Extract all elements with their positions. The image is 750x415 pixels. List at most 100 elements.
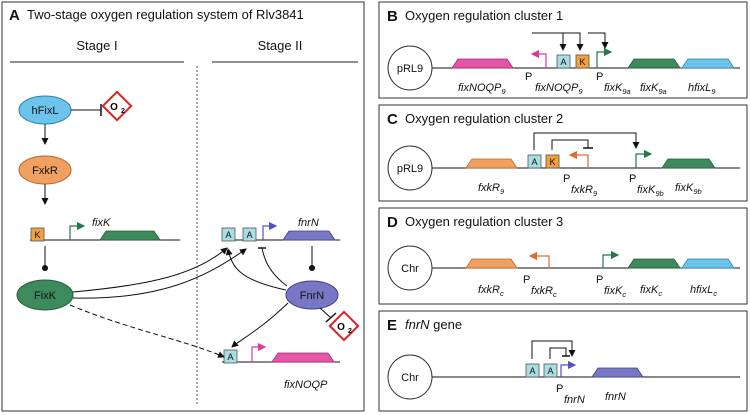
svg-text:Chr: Chr: [401, 263, 419, 275]
svg-text:P: P: [523, 274, 530, 286]
svg-text:A: A: [225, 230, 231, 240]
svg-text:A: A: [246, 230, 252, 240]
svg-text:K: K: [549, 157, 555, 167]
fnrn-gene-label: fnrN: [298, 217, 319, 229]
panel-b-gene2-shape: [627, 58, 681, 69]
fnrn-activates-fnrn-a1: [225, 248, 287, 291]
panel-b-letter: B: [387, 8, 398, 25]
svg-text:P: P: [525, 71, 532, 83]
o2-diamond-2: O 2: [328, 310, 360, 342]
fnrn-protein-label: FnrN: [300, 290, 325, 302]
panel-e-title: fnrN gene: [405, 317, 462, 332]
svg-text:P: P: [563, 173, 570, 185]
fxkr-label: FxkR: [32, 165, 58, 177]
fixk-gene-shape: [99, 230, 161, 241]
panel-b-title: Oxygen regulation cluster 1: [405, 8, 563, 23]
panel-a-title: Two-stage oxygen regulation system of Rl…: [27, 7, 304, 22]
fixnoqp-gene-label: fixNOQP: [284, 379, 328, 391]
panel-e-a-box-2: [543, 363, 558, 378]
svg-text:P: P: [629, 173, 636, 185]
fnrn-gene-shape: [282, 230, 336, 241]
panel-e: E fnrN gene Chr A A P fnrN fnrN: [378, 310, 748, 412]
panel-b-gene3-shape: [681, 58, 735, 69]
svg-text:P: P: [556, 383, 563, 395]
svg-text:fixK9b: fixK9b: [637, 184, 664, 198]
panel-d-promoter2-arrow: [602, 250, 620, 268]
svg-text:A: A: [529, 366, 535, 376]
svg-text:2: 2: [348, 328, 352, 335]
panel-d-letter: D: [387, 214, 398, 231]
panel-b-promoter2-arrow: [596, 47, 613, 68]
panel-b-gene1-shape: [451, 58, 514, 69]
panel-b-promoter1-arrow: [530, 49, 547, 68]
svg-text:hfixLc: hfixLc: [690, 284, 717, 298]
panel-c-gene2-shape: [661, 158, 716, 169]
panel-e-promoter-arrow: [560, 360, 577, 377]
panel-c-promoter2-arrow: [635, 149, 653, 168]
svg-text:fxkRc: fxkRc: [531, 285, 557, 299]
fixk-activates-fixnoqp: [69, 304, 225, 358]
fixk-protein-label: FixK: [34, 290, 57, 302]
svg-text:fixK9b: fixK9b: [675, 182, 702, 196]
panel-d: D Oxygen regulation cluster 3 Chr P fxkR…: [378, 207, 748, 305]
svg-text:hfixL9: hfixL9: [688, 82, 716, 96]
svg-text:fixNOQP9: fixNOQP9: [535, 82, 583, 96]
panel-c-a-box: [527, 154, 542, 169]
panel-a: A Two-stage oxygen regulation system of …: [1, 1, 365, 412]
svg-text:fxkRc: fxkRc: [478, 284, 504, 298]
panel-b: B Oxygen regulation cluster 1 pRL9 A K P…: [378, 1, 748, 99]
panel-a-letter: A: [9, 7, 20, 24]
svg-text:K: K: [34, 230, 40, 240]
svg-text:fnrN: fnrN: [564, 394, 585, 406]
fnrn-a-box-2: [242, 227, 257, 242]
fnrn-protein: [285, 280, 339, 310]
panel-d-gene1-shape: [465, 258, 518, 269]
svg-text:A: A: [560, 57, 566, 67]
panel-c-promoter1-arrow: [568, 150, 589, 168]
panel-e-letter: E: [387, 317, 397, 334]
svg-text:pRL9: pRL9: [397, 163, 423, 175]
panel-d-gene2-shape: [627, 258, 681, 269]
panel-c-letter: C: [387, 111, 398, 128]
k-box: [30, 227, 45, 242]
panel-e-a-box-1: [525, 363, 540, 378]
panel-b-a-box: [556, 54, 571, 69]
fixnoqp-gene-shape: [271, 352, 335, 363]
svg-text:K: K: [579, 57, 585, 67]
svg-text:fxkR9: fxkR9: [571, 184, 598, 198]
svg-text:fixKc: fixKc: [604, 285, 626, 299]
panel-d-promoter1-arrow: [528, 251, 550, 268]
svg-text:O: O: [337, 322, 345, 333]
panel-c-k-box: [545, 154, 560, 169]
svg-text:Chr: Chr: [401, 372, 419, 384]
svg-text:P: P: [596, 71, 603, 83]
svg-text:A: A: [531, 157, 537, 167]
svg-text:A: A: [547, 366, 553, 376]
panel-c-gene1-shape: [465, 158, 518, 169]
svg-text:pRL9: pRL9: [397, 63, 423, 75]
fixk-gene-label: fixK: [92, 217, 111, 229]
panel-c: C Oxygen regulation cluster 2 pRL9 A K P…: [378, 104, 748, 202]
fixnoqp-promoter-arrow: [251, 342, 267, 362]
fnrn-activates-fixnoqp: [231, 302, 289, 348]
fnrn-promoter-arrow: [262, 221, 278, 240]
fnrn-represses-fnrn: [261, 247, 288, 287]
svg-text:fxkR9: fxkR9: [478, 182, 505, 196]
panel-b-k-box: [575, 54, 590, 69]
fixk-protein: [16, 279, 74, 311]
fnrn-a-box-1: [221, 227, 236, 242]
panel-c-title: Oxygen regulation cluster 2: [405, 111, 563, 126]
o2-diamond: O 2: [101, 90, 133, 122]
svg-text:fixK9a: fixK9a: [640, 82, 667, 96]
fixk-promoter-arrow: [69, 221, 86, 240]
stage1-label: Stage I: [76, 38, 117, 53]
svg-text:P: P: [596, 274, 603, 286]
svg-text:2: 2: [121, 108, 125, 115]
svg-text:fnrN: fnrN: [605, 391, 626, 403]
svg-text:A: A: [227, 352, 233, 362]
svg-text:fixKc: fixKc: [640, 284, 662, 298]
panel-d-gene3-shape: [681, 258, 735, 269]
svg-text:O: O: [110, 102, 118, 113]
hfixl-label: hFixL: [32, 105, 59, 117]
